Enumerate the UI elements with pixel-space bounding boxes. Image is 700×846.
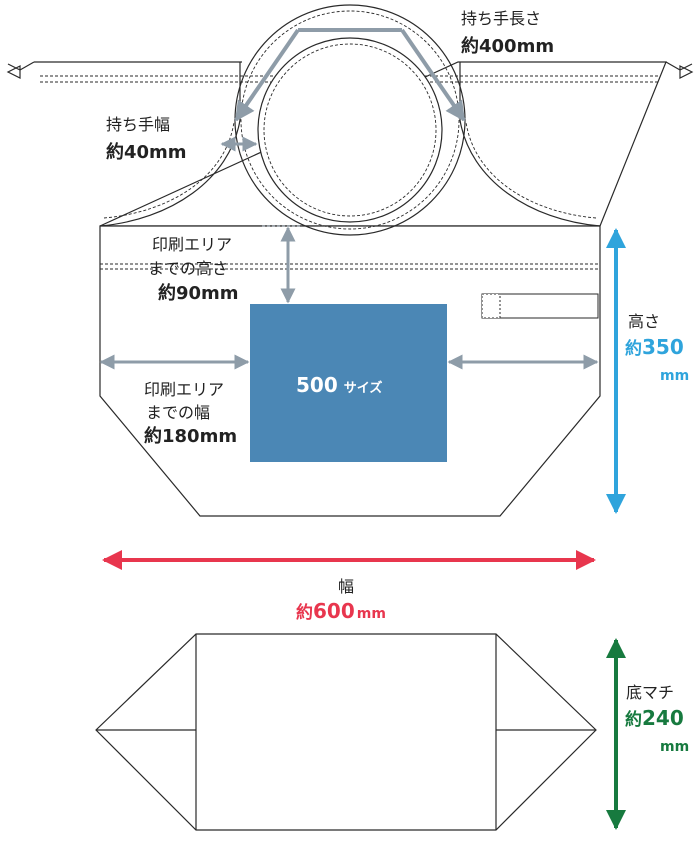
height-value: 約350 (625, 335, 684, 359)
bag-label-tab (481, 293, 599, 319)
handle-width-value: 約40mm (106, 141, 187, 163)
print-width-value: 約180mm (144, 425, 237, 447)
bag-bottom-view (95, 633, 597, 831)
height-unit: mm (660, 368, 689, 384)
width-label: 幅 (338, 577, 354, 596)
gusset-label: 底マチ (626, 683, 674, 702)
gusset-unit: mm (660, 739, 689, 755)
print-width-label-line2: までの幅 (146, 403, 210, 422)
print-width-label-line1: 印刷エリア (144, 380, 224, 399)
handle-width-label: 持ち手幅 (106, 115, 170, 134)
print-height-value: 約90mm (158, 282, 239, 304)
handle-panel (99, 62, 601, 227)
height-label: 高さ (628, 312, 660, 331)
handle-length-arrow (234, 28, 466, 122)
print-height-label-line2: までの高さ (148, 259, 228, 278)
drawstring-left (6, 61, 35, 79)
handle-length-value: 約400mm (461, 35, 554, 57)
handle-length-label: 持ち手長さ (461, 9, 541, 28)
drawstring-right (665, 61, 694, 79)
gusset-value: 約240 (625, 706, 684, 730)
print-height-label-line1: 印刷エリア (152, 235, 232, 254)
print-area (250, 304, 447, 462)
